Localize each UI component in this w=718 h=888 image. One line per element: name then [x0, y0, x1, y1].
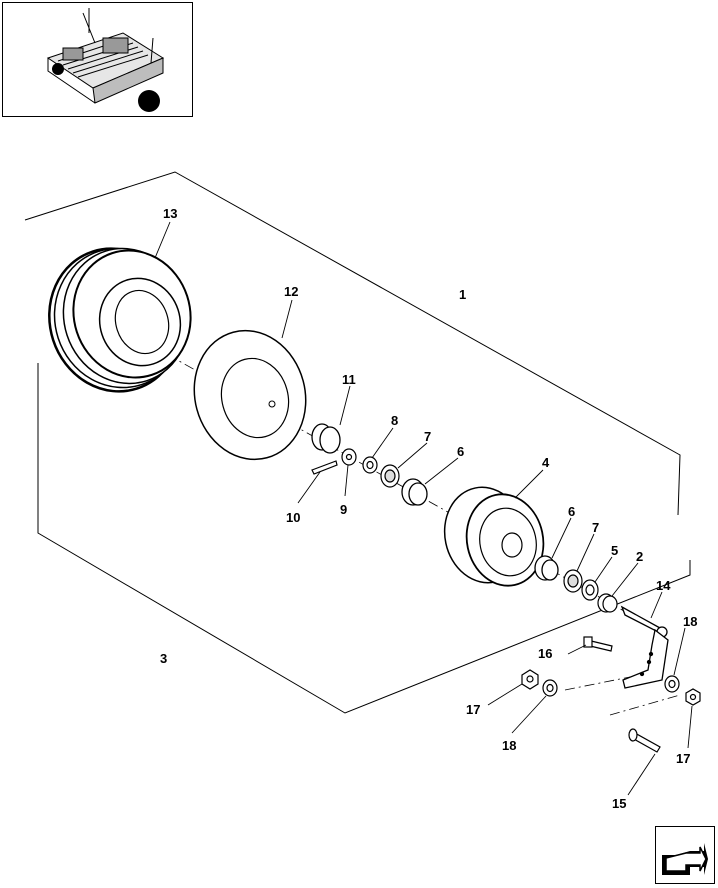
- grease-seal: [581, 579, 599, 601]
- leader-13: [154, 221, 171, 259]
- next-page-button[interactable]: [655, 826, 715, 884]
- callout-9: 9: [340, 502, 347, 517]
- bearing-cup-inner: [534, 555, 559, 581]
- hub-cap: [311, 423, 341, 454]
- inner-tube: [193, 329, 307, 461]
- callout-17-left: 17: [466, 702, 480, 717]
- callout-14: 14: [656, 578, 671, 593]
- callout-15: 15: [612, 796, 626, 811]
- leader-7a: [397, 442, 428, 469]
- bolt-centerline-15: [609, 694, 681, 716]
- baler-thumbnail-drawing: [46, 8, 165, 112]
- callout-5: 5: [611, 543, 618, 558]
- next-page-arrow-icon: [662, 843, 708, 875]
- callout-12: 12: [284, 284, 298, 299]
- leader-18b: [511, 695, 547, 734]
- lock-nut-17-right: [685, 688, 701, 706]
- bearing-cone-outer: [380, 464, 400, 488]
- leader-4: [514, 469, 544, 499]
- cotter-pin: [311, 460, 338, 475]
- callout-13: 13: [163, 206, 177, 221]
- leader-10: [297, 471, 321, 504]
- callout-1: 1: [459, 287, 466, 302]
- callout-11: 11: [342, 372, 356, 387]
- wheel-rim: [443, 486, 545, 587]
- spacer: [597, 593, 618, 613]
- leader-7b: [576, 533, 595, 572]
- leader-12: [281, 299, 293, 339]
- callout-6-upper: 6: [457, 444, 464, 459]
- bolt-16: [583, 636, 613, 652]
- washer-18-left: [542, 679, 558, 697]
- washer-18-right: [664, 675, 680, 693]
- leader-17a: [487, 683, 523, 706]
- callout-18-upper: 18: [683, 614, 697, 629]
- callout-6-lower: 6: [568, 504, 575, 519]
- bracket-assembly-3: [37, 363, 691, 714]
- callout-8: 8: [391, 413, 398, 428]
- bracket-assembly-1: [24, 171, 681, 516]
- leader-15: [627, 753, 656, 796]
- spindle-arm: [620, 605, 669, 689]
- leader-18a: [673, 627, 686, 676]
- leader-6a: [424, 457, 459, 485]
- callout-4: 4: [542, 455, 550, 470]
- leader-6b: [551, 517, 572, 559]
- leader-2: [611, 562, 639, 597]
- tire: [48, 247, 192, 393]
- callout-10: 10: [286, 510, 300, 525]
- leader-17b: [687, 705, 693, 749]
- callout-18-lower: 18: [502, 738, 516, 753]
- bolt-15: [628, 728, 661, 753]
- bearing-cone-inner: [563, 569, 583, 593]
- callout-7-lower: 7: [592, 520, 599, 535]
- washer: [362, 456, 378, 474]
- assembly-centerline: [114, 324, 641, 621]
- leader-5: [594, 556, 613, 583]
- bearing-cup-outer: [401, 478, 428, 506]
- callout-17-right: 17: [676, 751, 690, 766]
- leader-9: [344, 464, 349, 497]
- leader-14: [650, 591, 663, 619]
- leader-8: [371, 427, 394, 459]
- machine-location-thumbnail: [2, 2, 193, 117]
- leader-16: [567, 644, 587, 655]
- callout-2: 2: [636, 549, 643, 564]
- leader-11: [339, 385, 351, 426]
- callout-3: 3: [160, 651, 167, 666]
- callout-16: 16: [538, 646, 552, 661]
- callout-7-upper: 7: [424, 429, 431, 444]
- castle-nut: [341, 448, 357, 466]
- thumbnail-wheel-highlight: [138, 90, 160, 112]
- lock-nut-17-left: [521, 669, 539, 690]
